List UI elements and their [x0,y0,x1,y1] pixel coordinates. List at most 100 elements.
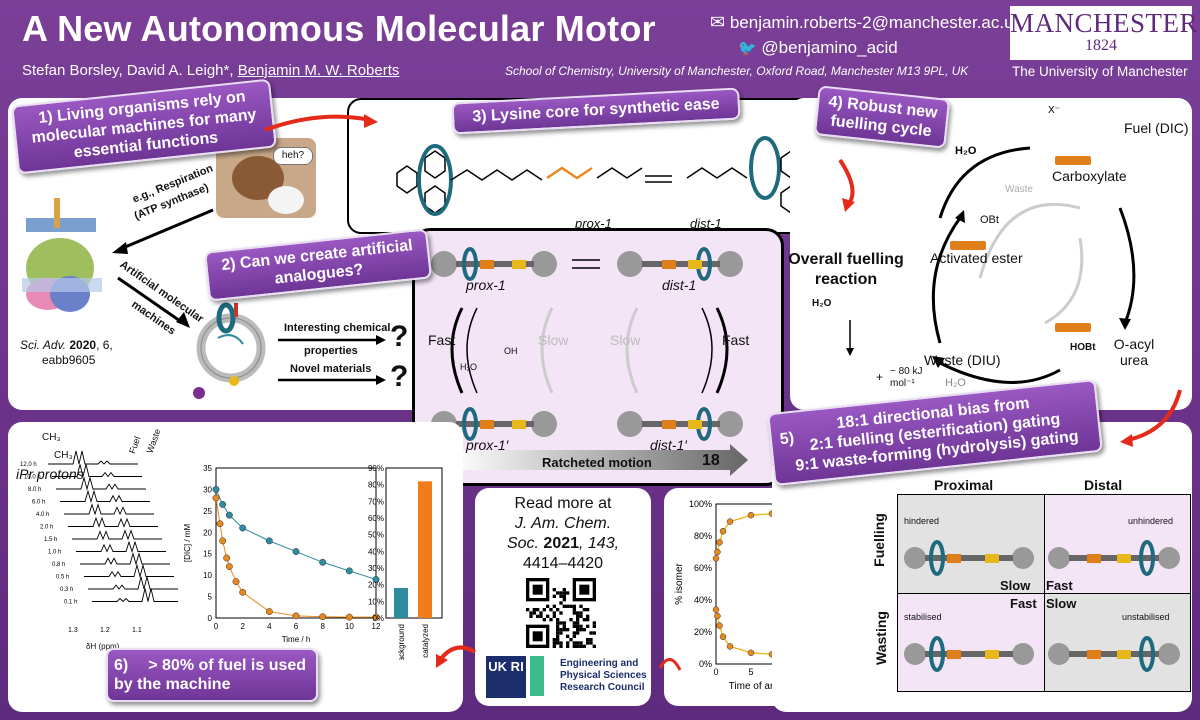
activated-label: Activated ester [930,250,1023,266]
qr-module [592,631,596,635]
qr-module [556,621,560,625]
qr-module [572,604,576,608]
dic-point [265,608,273,616]
nmr-trace [52,464,142,478]
epsrc-2: Physical Sciences [560,670,647,681]
bar-y-tick: 50% [368,531,384,540]
isomer-point [747,649,755,657]
ref-journal: Sci. Adv. [20,338,67,352]
qr-module [552,614,556,618]
gating-motors [904,540,1180,672]
qr-module [572,624,576,628]
dog-head [232,156,284,200]
nmr-time-label: 0.8 h [52,562,65,568]
fuelling-cycle: X⁻ H₂O H₂O [931,105,1136,389]
authors: Stefan Borsley, David A. Leigh*, Benjami… [22,62,399,79]
overall-title: Overall fuelling reaction [788,251,904,288]
waste-fast: Fast [1010,596,1037,611]
qr-module [579,614,583,618]
dist-motor [617,247,743,281]
qr-module [542,618,546,622]
qr-module [559,611,563,615]
readmore-l2: J. Am. Chem. [514,515,612,532]
twitter-handle[interactable]: @benjamino_acid [761,38,898,57]
isomer-y-tick: 20% [694,627,712,637]
qr-module [549,618,553,622]
motor-oh: OH [504,346,518,356]
dic-x-tick: 10 [345,622,354,631]
qr-module [566,628,570,632]
bar-0 [394,588,408,618]
overall-plus: + [876,370,884,384]
dic-x-tick: 6 [294,622,299,631]
dic-point [239,588,247,596]
qr-module [556,608,560,612]
svg-text:H₂O: H₂O [945,377,966,389]
unstabilised-label: unstabilised [1122,612,1170,622]
epsrc-1: Engineering and [560,658,639,669]
qr-module [589,638,593,642]
bar-y-tick: 90% [368,464,384,473]
callout-6-text: > 80% of fuel is used by the machine [114,657,307,693]
molecular-machine-icon [193,302,266,399]
col-distal: Distal [1084,477,1123,493]
qr-module [572,641,576,645]
dic-y-tick: 20 [203,528,212,537]
col-proximal: Proximal [934,477,994,493]
bar-category-label: Background [397,624,406,660]
nmr-trace [76,540,166,553]
qr-module [586,608,590,612]
readmore-year: 2021 [543,535,580,552]
novel-label: Novel materials [290,363,372,375]
overall-energy: ~ 80 kJ mol⁻¹ [890,366,923,389]
university-name: The University of Manchester [1012,64,1188,79]
motor-h2o: H₂O [460,362,477,372]
nmr-time-label: 2.0 h [40,525,53,531]
dic-y-tick: 10 [203,571,212,580]
qr-code[interactable] [526,578,596,648]
cycle-panel [790,98,1192,410]
qr-module [536,608,540,612]
ratchet-end: 18 [702,452,720,469]
authors-plain: Stefan Borsley, David A. Leigh*, [22,62,238,79]
qr-module [539,611,543,615]
dic-point [219,537,227,545]
isomer-point [716,539,723,546]
nmr-trace [60,489,150,504]
isomer-point [712,606,720,613]
qr-module [586,614,590,618]
bar-y-tick: 80% [368,481,384,490]
bar-y-tick: 10% [368,597,384,606]
qr-module [552,604,556,608]
qr-module [539,614,543,618]
nmr-tick-label: 1.2 [100,627,110,634]
qr-module [562,588,566,592]
properties-label: properties [304,345,358,357]
motor-dist-label: dist-1 [662,277,697,293]
isomer-point [747,511,755,519]
oacyl-axle [1055,323,1091,332]
qr-module [556,618,560,622]
obt-label: OBt [980,214,999,226]
qr-module [552,594,556,598]
qr-module [572,631,576,635]
motor-prox-p-label: prox-1′ [466,437,509,453]
bar-y-tick: 70% [368,497,384,506]
dic-y-tick: 0 [208,614,213,623]
nmr-trace [64,503,154,516]
email-address[interactable]: benjamin.roberts-2@manchester.ac.uk [729,13,1023,32]
nmr-time-label: 1.0 h [48,550,61,556]
cell-dist-fuel [1045,495,1190,594]
readmore-l3-row: Soc. 2021, 143, [475,534,651,554]
lysine-dist-text: dist-1 [690,216,722,231]
qr-module [566,634,570,638]
qr-module [576,624,580,628]
atp-synthase-icon [22,198,102,312]
qr-module [569,604,573,608]
heh-text: heh? [281,150,305,161]
dic-y-tick: 15 [203,550,212,559]
bar-y-tick: 0% [372,614,384,623]
isomer-y-tick: 40% [694,595,712,605]
qr-finder-core [532,631,543,642]
